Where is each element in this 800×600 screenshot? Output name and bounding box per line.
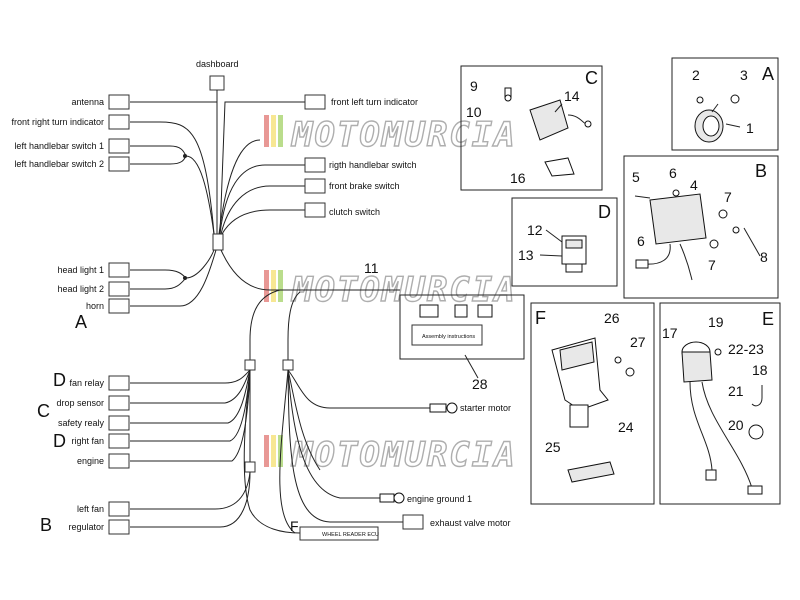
svg-text:Assembly instructions: Assembly instructions	[422, 334, 475, 340]
svg-text:MOTOMURCIA: MOTOMURCIA	[291, 435, 517, 475]
label-front-left-turn: front left turn indicator	[331, 97, 418, 107]
letter-A-main: A	[75, 312, 87, 332]
svg-text:24: 24	[618, 419, 634, 435]
label-engine: engine	[77, 456, 104, 466]
svg-text:5: 5	[632, 169, 640, 185]
panel-F: F 26 27 24 25	[530, 302, 655, 505]
label-front-brake: front brake switch	[329, 181, 400, 191]
svg-text:25: 25	[545, 439, 561, 455]
label-head-light-2: head light 2	[57, 284, 104, 294]
right-connectors	[304, 94, 458, 530]
panel-A: A 2 3 1	[671, 57, 779, 151]
watermark-3: MOTOMURCIA	[264, 434, 517, 476]
label-left-fan: left fan	[77, 504, 104, 514]
svg-text:2: 2	[692, 67, 700, 83]
label-exhaust-valve: exhaust valve motor	[430, 518, 511, 528]
left-label-group: dashboard antenna front right turn indic…	[11, 59, 238, 532]
panel-B: B 5 6 4 7 6 8 7	[623, 155, 779, 299]
svg-text:E: E	[762, 309, 774, 329]
label-rigth-handlebar: rigth handlebar switch	[329, 160, 417, 170]
label-right-fan: right fan	[71, 436, 104, 446]
lower-left-junction	[244, 461, 256, 473]
svg-text:C: C	[585, 68, 598, 88]
svg-text:6: 6	[637, 233, 645, 249]
wheel-reader-ecu: F WHEEL READER ECU	[290, 518, 379, 541]
svg-text:16: 16	[510, 170, 526, 186]
label-engine-ground: engine ground 1	[407, 494, 472, 504]
svg-text:F: F	[535, 308, 546, 328]
svg-text:WHEEL READER ECU: WHEEL READER ECU	[322, 532, 379, 538]
panel-C: C 9 10 14 16	[460, 65, 603, 191]
label-dashboard: dashboard	[196, 59, 239, 69]
svg-text:18: 18	[752, 362, 768, 378]
letter-B-main: B	[40, 515, 52, 535]
svg-text:10: 10	[466, 104, 482, 120]
svg-text:17: 17	[662, 325, 678, 341]
label-safety-realy: safety realy	[58, 418, 105, 428]
left-connectors	[108, 94, 130, 535]
letter-D-2: D	[53, 431, 66, 451]
svg-text:26: 26	[604, 310, 620, 326]
svg-text:6: 6	[669, 165, 677, 181]
watermark-1: MOTOMURCIA	[264, 114, 517, 156]
label-clutch: clutch switch	[329, 207, 380, 217]
svg-text:19: 19	[708, 314, 724, 330]
svg-text:MOTOMURCIA: MOTOMURCIA	[291, 115, 517, 155]
svg-text:4: 4	[690, 177, 698, 193]
lower-harness-wires	[130, 289, 430, 534]
svg-text:7: 7	[724, 189, 732, 205]
label-front-right-turn: front right turn indicator	[11, 117, 104, 127]
letter-C-main: C	[37, 401, 50, 421]
label-regulator: regulator	[68, 522, 104, 532]
right-label-group: front left turn indicator rigth handleba…	[329, 97, 511, 528]
label-left-handlebar-2: left handlebar switch 2	[14, 159, 104, 169]
label-left-handlebar-1: left handlebar switch 1	[14, 141, 104, 151]
assembly-instructions: 11 Assembly instructions 28	[364, 260, 525, 392]
svg-text:F: F	[290, 518, 299, 534]
svg-text:14: 14	[564, 88, 580, 104]
svg-text:21: 21	[728, 383, 744, 399]
label-drop-sensor: drop sensor	[56, 398, 104, 408]
svg-text:11: 11	[364, 260, 379, 276]
right-junction	[282, 359, 294, 371]
svg-text:28: 28	[472, 376, 488, 392]
svg-text:D: D	[598, 202, 611, 222]
label-starter-motor: starter motor	[460, 403, 511, 413]
letter-D-1: D	[53, 370, 66, 390]
svg-text:A: A	[762, 64, 774, 84]
svg-text:3: 3	[740, 67, 748, 83]
dashboard-connector	[209, 75, 225, 91]
svg-text:1: 1	[746, 120, 754, 136]
svg-text:12: 12	[527, 222, 543, 238]
svg-text:7: 7	[708, 257, 716, 273]
svg-text:20: 20	[728, 417, 744, 433]
left-junction	[244, 359, 256, 371]
upper-harness-wires	[130, 75, 400, 307]
panel-E: E 17 19 22-23 18 21 20	[659, 302, 781, 505]
svg-text:B: B	[755, 161, 767, 181]
central-connector	[212, 233, 224, 251]
label-horn: horn	[86, 301, 104, 311]
svg-text:22-23: 22-23	[728, 341, 764, 357]
group-letters: A D C D B	[37, 312, 87, 535]
svg-text:13: 13	[518, 247, 534, 263]
svg-text:8: 8	[760, 249, 768, 265]
label-antenna: antenna	[71, 97, 104, 107]
panel-D: D 12 13	[511, 197, 618, 287]
label-head-light-1: head light 1	[57, 265, 104, 275]
svg-text:27: 27	[630, 334, 646, 350]
label-fan-relay: fan relay	[69, 378, 104, 388]
svg-text:9: 9	[470, 78, 478, 94]
